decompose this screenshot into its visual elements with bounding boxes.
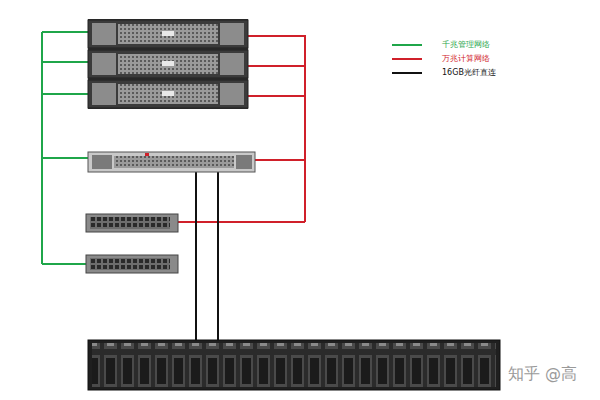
legend-swatch bbox=[392, 58, 422, 60]
rack-servers bbox=[88, 19, 248, 109]
legend-swatch bbox=[392, 44, 422, 46]
watermark: 知乎 @高 bbox=[508, 364, 577, 385]
fibre-wires bbox=[196, 172, 218, 341]
storage-array bbox=[88, 340, 500, 390]
legend-text: 16GB光纤直连 bbox=[442, 68, 496, 78]
legend-text: 万兆计算网络 bbox=[442, 54, 490, 64]
legend-entry: 万兆计算网络 bbox=[392, 54, 490, 64]
network-switches bbox=[86, 214, 178, 273]
legend-swatch bbox=[392, 72, 422, 74]
management-server bbox=[88, 152, 255, 172]
legend-entry: 千兆管理网络 bbox=[392, 40, 490, 50]
legend-entry: 16GB光纤直连 bbox=[392, 68, 496, 78]
legend-text: 千兆管理网络 bbox=[442, 40, 490, 50]
management-wires bbox=[42, 32, 88, 264]
